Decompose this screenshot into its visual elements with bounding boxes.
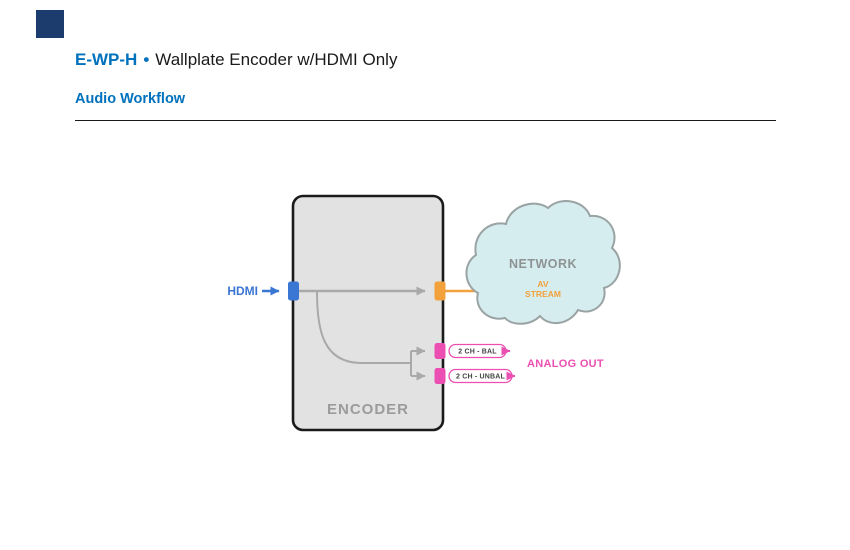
title-separator: • [143,50,150,69]
page-title: E-WP-H • Wallplate Encoder w/HDMI Only [75,50,397,70]
brand-logo [36,10,64,38]
analog-out-label: ANALOG OUT [527,358,604,370]
signal-line-branch [316,291,406,364]
encoder-label: ENCODER [327,401,409,418]
encoder-box [291,194,445,432]
output-bal-label: 2 CH - BAL [458,349,497,356]
output-unbal-label: 2 CH - UNBAL [456,374,506,381]
network-cloud [465,200,621,325]
header-divider [75,120,776,121]
hdmi-label: HDMI [227,284,258,298]
branch-fork [406,351,412,376]
section-subtitle: Audio Workflow [75,91,186,107]
analog-unbal-port [434,368,446,384]
hdmi-port [288,281,299,301]
av-stream-label-line1: AV [537,279,549,289]
network-label: NETWORK [509,257,577,271]
title-text: Wallplate Encoder w/HDMI Only [155,50,398,69]
model-name: E-WP-H [75,50,138,69]
analog-bal-port [434,343,446,359]
network-port [434,281,446,301]
av-stream-label-line2: STREAM [525,289,561,299]
